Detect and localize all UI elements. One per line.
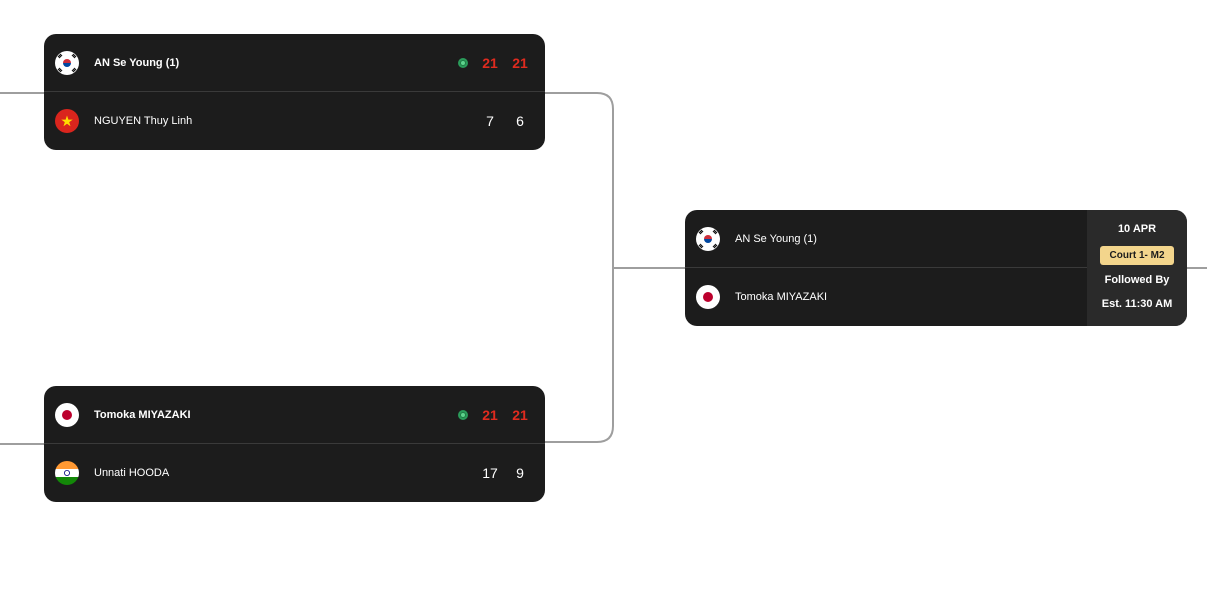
korea-flag-icon [696,226,720,251]
set-score: 9 [516,464,524,481]
match-card-2[interactable]: Tomoka MIYAZAKI 21 21 Unnati HOODA 17 9 [44,386,545,502]
winner-indicator-icon [458,57,468,68]
player-name: AN Se Young (1) [735,232,817,245]
india-flag-icon [55,460,79,485]
player-row[interactable]: AN Se Young (1) [685,210,1087,268]
match-date: 10 APR [1117,223,1157,235]
match-card-1[interactable]: AN Se Young (1) 21 21 NGUYEN Thuy Linh 7… [44,34,545,150]
set-score: 17 [482,464,498,481]
player-row[interactable]: Tomoka MIYAZAKI 21 21 [44,386,545,444]
set-score: 21 [512,54,528,71]
player-name: Tomoka MIYAZAKI [94,408,191,421]
set-score: 21 [512,406,528,423]
korea-flag-icon [55,50,79,75]
set-score: 7 [486,112,494,129]
player-row[interactable]: NGUYEN Thuy Linh 7 6 [44,92,545,149]
player-name: Tomoka MIYAZAKI [735,290,828,303]
winner-indicator-icon [458,409,468,420]
vietnam-flag-icon [55,108,79,133]
set-score: 21 [482,406,498,423]
set-score: 21 [482,54,498,71]
player-name: Unnati HOODA [94,466,170,479]
match-schedule-panel: 10 APR Court 1- M2 Followed By Est. 11:3… [1087,210,1187,326]
player-row[interactable]: AN Se Young (1) 21 21 [44,34,545,92]
player-name: NGUYEN Thuy Linh [94,114,193,127]
player-name: AN Se Young (1) [94,56,180,69]
followed-by-label: Followed By [1104,274,1170,286]
court-badge: Court 1- M2 [1100,246,1174,265]
player-row[interactable]: Unnati HOODA 17 9 [44,444,545,501]
estimated-time: Est. 11:30 AM [1101,298,1173,310]
japan-flag-icon [696,284,720,309]
set-score: 6 [516,112,524,129]
japan-flag-icon [55,402,79,427]
player-row[interactable]: Tomoka MIYAZAKI [685,268,1087,325]
next-match-card[interactable]: AN Se Young (1) Tomoka MIYAZAKI 10 APR C… [685,210,1187,326]
